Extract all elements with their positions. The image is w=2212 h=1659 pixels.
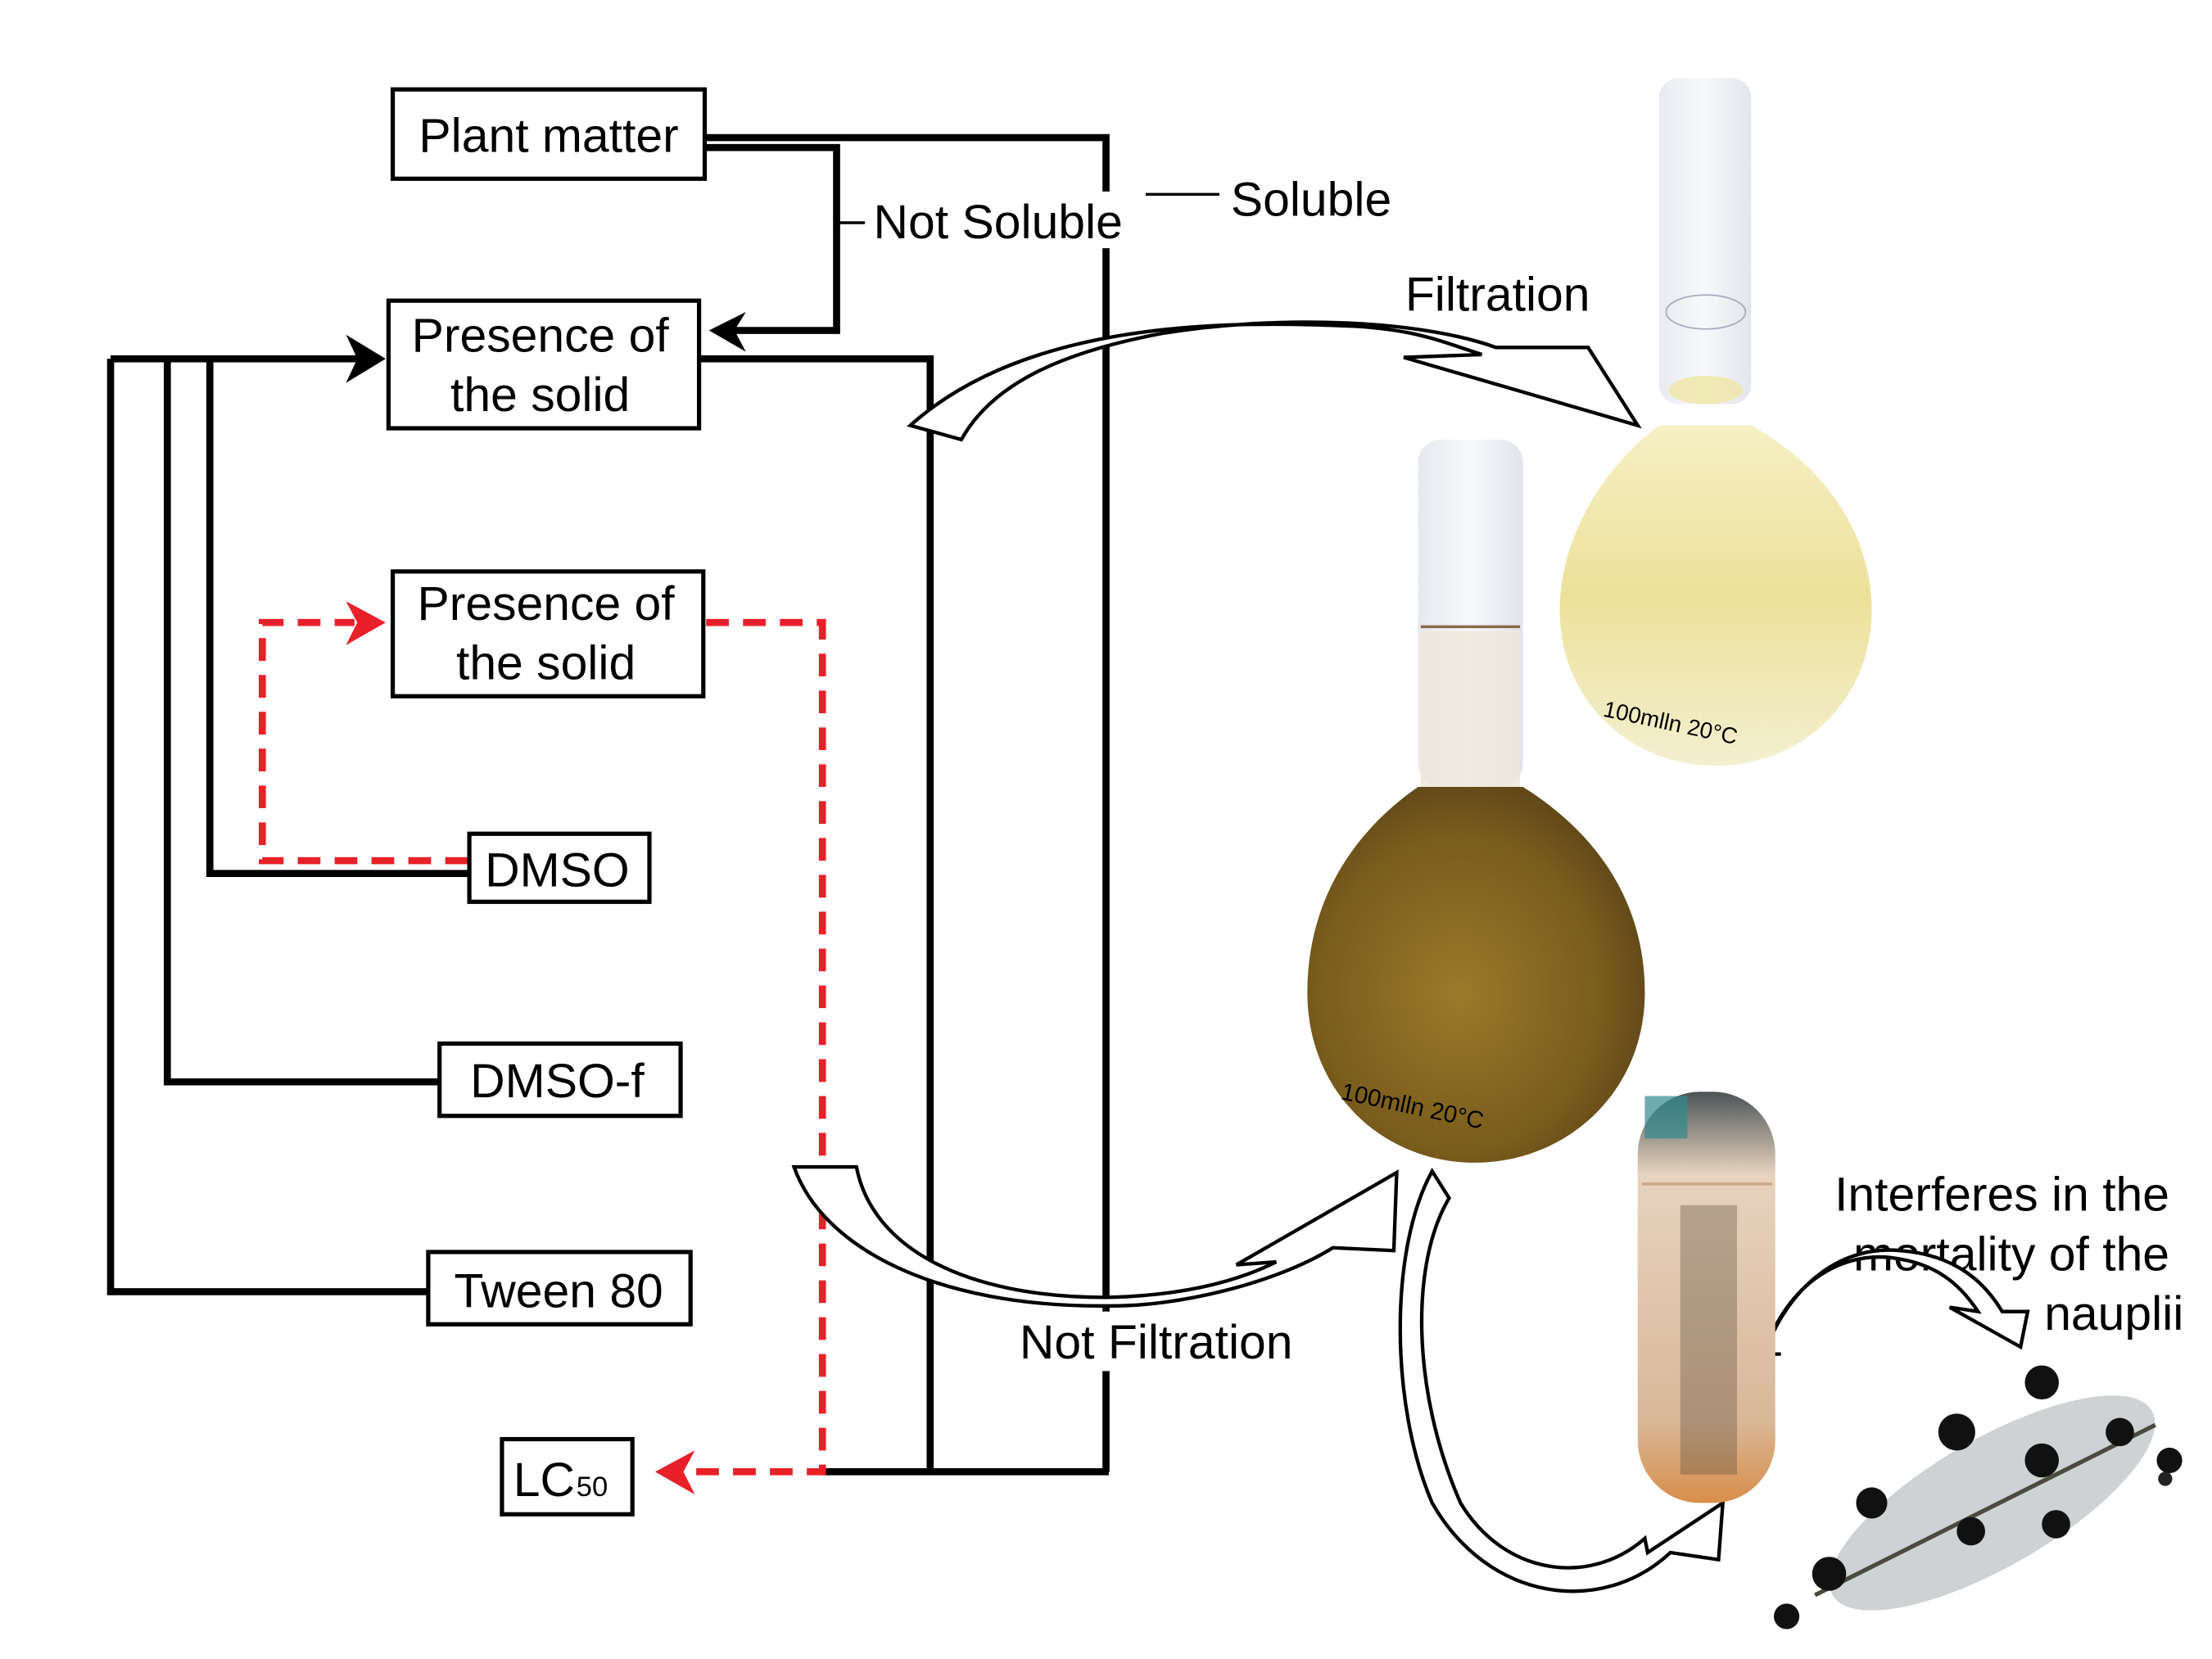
box-tween-80: Tween 80	[426, 1250, 693, 1327]
line-rail-dmsof	[163, 359, 440, 1086]
curved-arrow-not-filtration	[791, 1164, 1399, 1308]
box-dmso-f-label: DMSO-f	[470, 1055, 645, 1108]
flask-unfiltered-photo: 100mlln 20°C	[1307, 439, 1645, 1163]
not-filtration-label-bg	[1015, 1311, 1322, 1372]
label-not-filtration: Not Filtration	[1020, 1316, 1293, 1369]
label-filtration: Filtration	[1405, 268, 1590, 321]
box-presence-solid-2-line1: Presence of	[418, 577, 676, 631]
box-plant-matter: Plant matter	[391, 87, 708, 181]
box-presence-of-solid-1: Presence of the solid	[386, 298, 702, 431]
line-solid-to-bottom	[699, 355, 934, 1472]
box-lc50-label: LC50	[513, 1453, 608, 1507]
curved-arrow-filtration	[907, 320, 1642, 442]
box-dmso-label: DMSO	[485, 843, 630, 897]
arrowhead-into-solid-left	[346, 334, 386, 383]
box-plant-matter-label: Plant matter	[418, 109, 678, 162]
test-tube-photo	[1637, 1092, 1775, 1503]
line-plant-to-not-soluble	[704, 143, 840, 334]
box-tween-label: Tween 80	[455, 1264, 663, 1318]
arrowhead-red-into-solid	[346, 601, 386, 645]
line-rail-tween	[106, 359, 428, 1295]
arrowhead-into-solid-right	[708, 312, 746, 352]
dashed-red-path	[258, 618, 826, 1476]
line-rail-dmso	[206, 359, 468, 878]
box-presence-solid-1-line2: the solid	[450, 368, 630, 422]
arrowhead-red-to-lc50	[654, 1450, 695, 1495]
label-soluble: Soluble	[1231, 173, 1391, 226]
box-presence-solid-1-line1: Presence of	[412, 310, 670, 363]
label-interferes-line1: Interferes in the	[1834, 1169, 2169, 1222]
connector-lines	[106, 133, 1110, 1476]
box-dmso: DMSO	[467, 831, 652, 904]
box-lc50: LC50	[500, 1436, 635, 1517]
box-presence-solid-2-line2: the solid	[456, 636, 636, 689]
label-interferes-line3: nauplii	[2044, 1287, 2183, 1340]
not-soluble-label-bg	[867, 191, 1146, 249]
curved-arrow-to-tube	[1398, 1168, 1726, 1593]
nauplii-photo	[1773, 1365, 2183, 1630]
line-plant-to-soluble	[704, 133, 1110, 1472]
curved-arrow-to-nauplii	[1761, 1248, 2030, 1356]
label-not-soluble: Not Soluble	[874, 196, 1123, 249]
box-presence-of-solid-2: Presence of the solid	[391, 569, 706, 698]
flask-filtered-photo: 100mlln 20°C	[1559, 78, 1872, 766]
box-dmso-f: DMSO-f	[437, 1041, 683, 1119]
